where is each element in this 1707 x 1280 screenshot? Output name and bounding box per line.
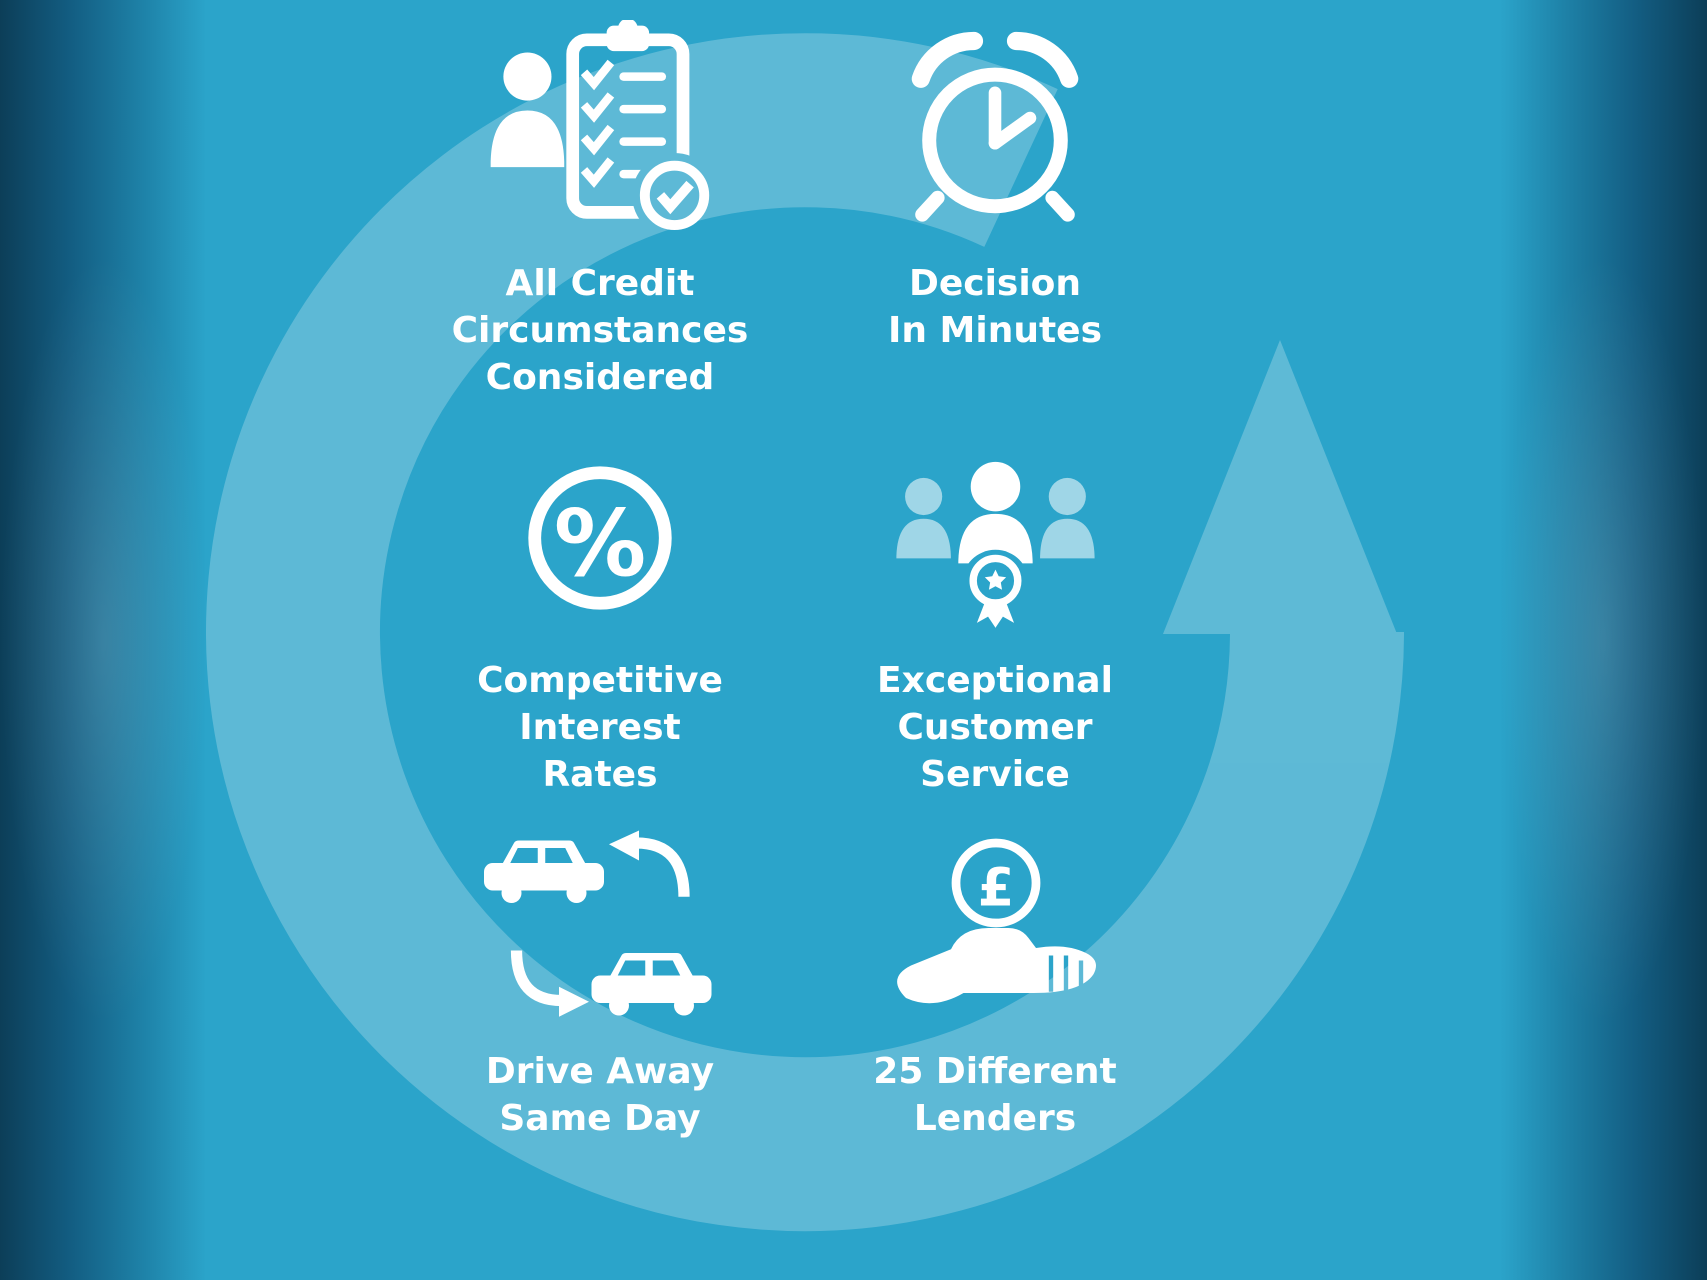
label-line: Same Day: [499, 1097, 701, 1139]
percent-glyph: %: [554, 489, 646, 597]
side-person-right: [1039, 477, 1095, 559]
label-line: Interest: [519, 706, 681, 748]
clipboard-checklist-icon: [485, 20, 714, 245]
feature-decision: Decision In Minutes: [765, 20, 1225, 355]
side-person-left: [895, 477, 951, 559]
car-icon: [484, 840, 605, 903]
open-hand: [896, 928, 1096, 1004]
check-badge-icon: [640, 160, 710, 231]
pound-coin-icon: £: [951, 838, 1040, 928]
label-line: Service: [920, 753, 1070, 795]
label-line: All Credit: [505, 263, 695, 304]
curved-arrow-icon: [609, 830, 690, 897]
label-line: 25 Different: [873, 1051, 1117, 1092]
car-exchange-icon: [484, 828, 715, 1033]
car-icon: [591, 953, 712, 1016]
customer-service-svg: [895, 461, 1095, 628]
percent-circle-icon: %: [504, 442, 696, 642]
person-silhouette: [491, 52, 565, 168]
pound-coin-hand-icon: £: [886, 828, 1105, 1033]
pound-glyph: £: [977, 858, 1014, 919]
feature-drive-away: Drive Away Same Day: [370, 828, 830, 1143]
label-line: Lenders: [913, 1097, 1077, 1139]
label-line: Decision: [908, 263, 1082, 304]
hour-hand: [988, 111, 1037, 150]
center-person: [957, 461, 1033, 564]
label-line: Circumstances: [451, 309, 749, 351]
label-line: Drive Away: [485, 1051, 715, 1092]
cycle-arrowhead: [1163, 340, 1397, 634]
feature-label: 25 Different Lenders: [873, 1049, 1116, 1143]
feature-all-credit: All Credit Circumstances Considered: [370, 20, 830, 401]
feature-label: Exceptional Customer Service: [877, 658, 1113, 798]
alarm-clock-icon: [890, 20, 1100, 245]
feature-customer-service: Exceptional Customer Service: [765, 442, 1225, 798]
feature-interest-rates: % Competitive Interest Rates: [370, 442, 830, 798]
label-line: Considered: [485, 356, 715, 398]
feature-label: Competitive Interest Rates: [477, 658, 723, 798]
label-line: Rates: [542, 753, 658, 795]
alarm-clock-svg: [911, 31, 1079, 222]
customer-service-award-icon: [884, 442, 1107, 642]
award-rosette-icon: [968, 554, 1022, 628]
clipboard-checklist-svg: [491, 20, 710, 231]
left-vignette: [0, 0, 207, 1280]
right-vignette: [1500, 0, 1707, 1280]
pound-coin-hand-svg: £: [896, 838, 1096, 1004]
feature-label: Decision In Minutes: [888, 261, 1102, 355]
label-line: Exceptional: [877, 660, 1113, 701]
curved-arrow-icon: [511, 950, 590, 1017]
label-line: Competitive: [477, 660, 723, 701]
feature-label: All Credit Circumstances Considered: [452, 261, 749, 401]
percent-circle-svg: %: [528, 466, 672, 610]
feature-label: Drive Away Same Day: [486, 1049, 714, 1143]
car-exchange-svg: [484, 830, 712, 1017]
label-line: Customer: [897, 706, 1093, 748]
label-line: In Minutes: [887, 309, 1103, 351]
main-panel: All Credit Circumstances Considered D: [205, 0, 1500, 1280]
feature-lenders: £ 25 Different Lenders: [765, 828, 1225, 1143]
